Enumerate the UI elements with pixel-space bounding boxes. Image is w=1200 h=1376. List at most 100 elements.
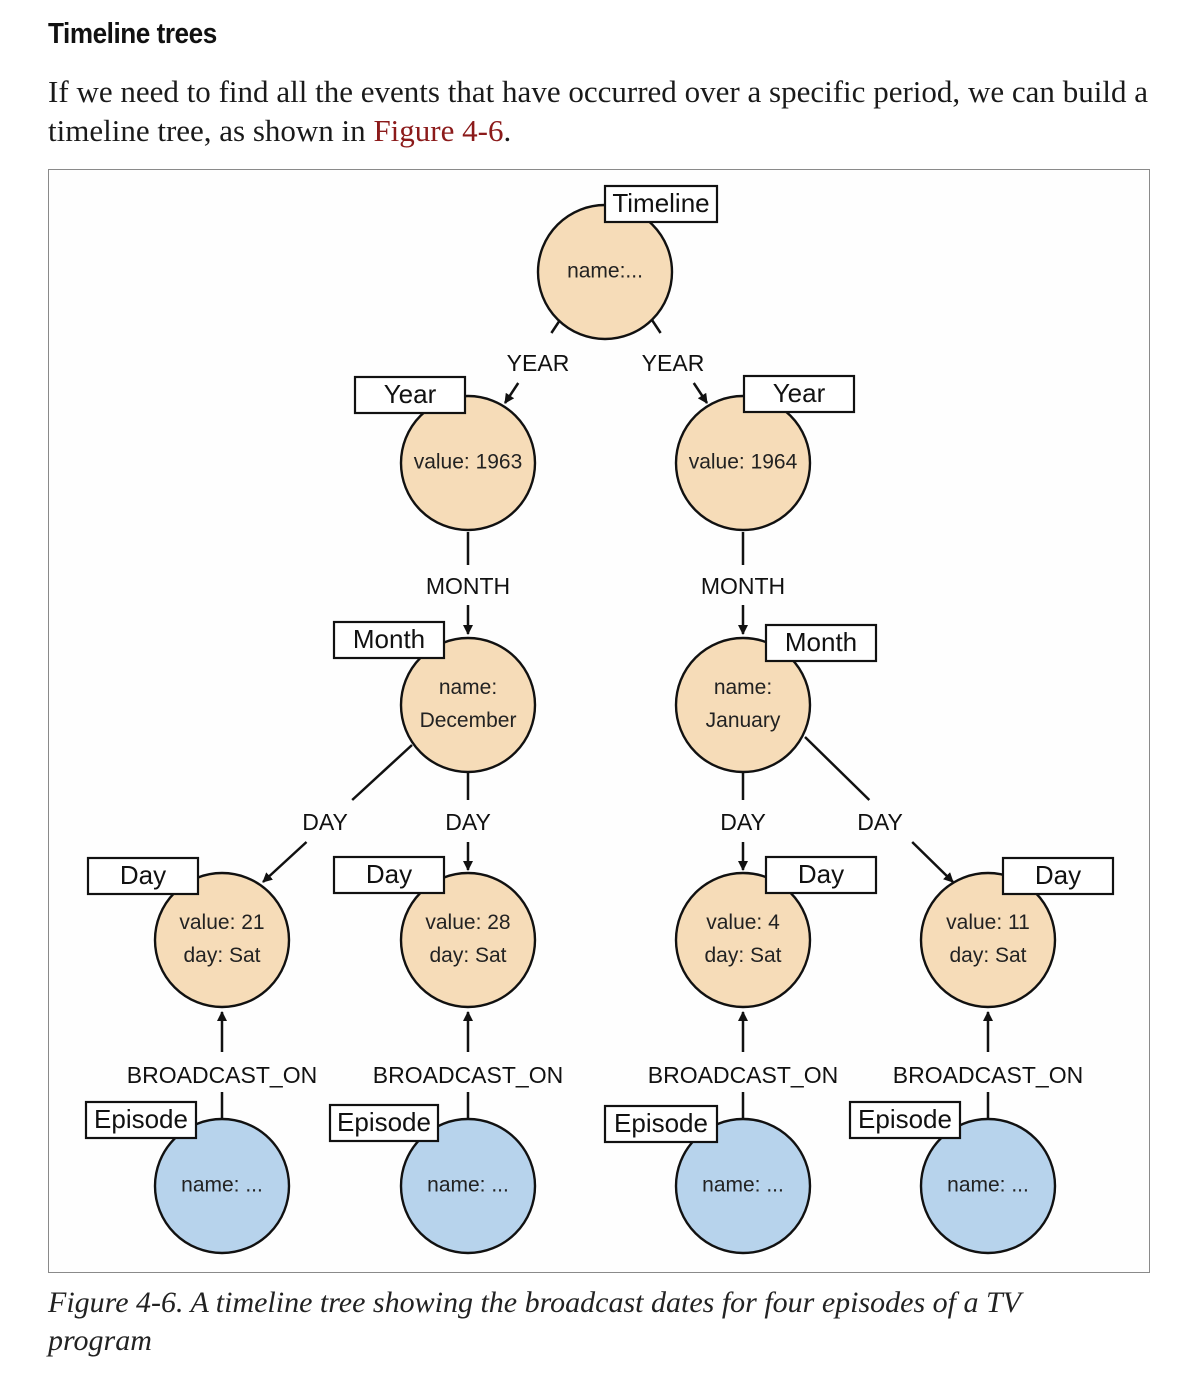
- edge-ep4-day11: BROADCAST_ON: [893, 1011, 1083, 1119]
- edge-year1964-month_jan: MONTH: [701, 532, 785, 635]
- node-label: Day: [366, 859, 412, 889]
- node-property: name:: [714, 676, 772, 699]
- node-label-box: [764, 855, 878, 895]
- edge-label: DAY: [445, 809, 491, 835]
- node-ep1: name: ... Episode: [84, 1100, 291, 1255]
- node-property: day: Sat: [704, 944, 781, 967]
- node-property: value: 11: [946, 911, 1030, 934]
- node-property: day: Sat: [949, 944, 1026, 967]
- node-timeline: name:... Timeline: [536, 184, 719, 341]
- edge-label: BROADCAST_ON: [127, 1062, 317, 1088]
- node-day28: value: 28 day: Sat Day: [332, 855, 537, 1009]
- node-day4: value: 4 day: Sat Day: [674, 855, 878, 1009]
- node-label-box: [603, 184, 719, 224]
- edge-line-arrow: [692, 382, 709, 404]
- node-label: Episode: [614, 1108, 708, 1138]
- node-ep3: name: ... Episode: [603, 1104, 812, 1255]
- node-property: name: ...: [181, 1174, 263, 1197]
- edge-ep3-day4: BROADCAST_ON: [648, 1011, 838, 1119]
- edge-month_dec-day28: DAY: [445, 773, 491, 871]
- node-day11: value: 11 day: Sat Day: [919, 856, 1115, 1009]
- figure-link[interactable]: Figure 4-6: [373, 113, 504, 148]
- edge-ep1-day21: BROADCAST_ON: [127, 1011, 317, 1119]
- node-label: Month: [785, 627, 857, 657]
- node-label-box: [332, 620, 446, 660]
- edge-year1963-month_dec: MONTH: [426, 532, 510, 635]
- node-label: Episode: [337, 1107, 431, 1137]
- node-label-box: [764, 623, 878, 663]
- node-circle: [399, 871, 537, 1009]
- node-property: name: ...: [702, 1174, 784, 1197]
- node-label-box: [353, 375, 467, 415]
- edge-line-start: [804, 736, 871, 801]
- node-property: value: 21: [179, 911, 264, 934]
- edge-label: DAY: [302, 809, 348, 835]
- edge-label: BROADCAST_ON: [373, 1062, 563, 1088]
- node-circle: [674, 871, 812, 1009]
- node-property: name:: [439, 676, 497, 699]
- section-heading: Timeline trees: [48, 18, 217, 50]
- node-ep2: name: ... Episode: [328, 1103, 537, 1255]
- edge-label: DAY: [857, 809, 903, 835]
- edge-line-arrow: [262, 841, 308, 883]
- edge-timeline-year1964: YEAR: [642, 319, 709, 404]
- node-label: Day: [1035, 860, 1081, 890]
- node-label-box: [328, 1103, 440, 1143]
- node-month_dec: name: December Month: [332, 620, 537, 774]
- node-label: Timeline: [612, 188, 709, 218]
- edge-line-start: [351, 744, 413, 801]
- node-property: December: [420, 709, 517, 732]
- edge-line-arrow: [911, 841, 954, 883]
- node-circle: [399, 394, 537, 532]
- node-property: name: ...: [427, 1174, 509, 1197]
- edge-label: BROADCAST_ON: [893, 1062, 1083, 1088]
- edge-label: DAY: [720, 809, 766, 835]
- node-ep4: name: ... Episode: [848, 1100, 1057, 1255]
- edge-month_jan-day4: DAY: [720, 773, 766, 871]
- node-label: Day: [798, 859, 844, 889]
- node-label-box: [84, 1100, 198, 1140]
- node-property: name: ...: [947, 1174, 1029, 1197]
- edge-label: MONTH: [701, 573, 785, 599]
- edge-line-start: [650, 319, 662, 334]
- node-label: Day: [120, 860, 166, 890]
- edge-label: YEAR: [507, 350, 570, 376]
- node-circle: [919, 1117, 1057, 1255]
- node-property: value: 1964: [689, 451, 798, 474]
- node-label: Year: [773, 378, 826, 408]
- node-property: day: Sat: [183, 944, 260, 967]
- node-month_jan: name: January Month: [674, 623, 878, 774]
- node-label-box: [332, 855, 446, 895]
- node-label: Month: [353, 624, 425, 654]
- edge-ep2-day28: BROADCAST_ON: [373, 1011, 563, 1119]
- node-label-box: [742, 374, 856, 414]
- node-day21: value: 21 day: Sat Day: [86, 856, 291, 1009]
- node-circle: [674, 1117, 812, 1255]
- intro-end: .: [503, 113, 512, 148]
- edge-month_dec-day21: DAY: [262, 744, 413, 883]
- node-circle: [919, 871, 1057, 1009]
- edge-line-start: [550, 319, 562, 334]
- node-property: day: Sat: [429, 944, 506, 967]
- figure-caption: Figure 4-6. A timeline tree showing the …: [48, 1286, 1021, 1357]
- node-property: value: 28: [425, 911, 510, 934]
- intro-paragraph: If we need to find all the events that h…: [48, 72, 1148, 150]
- node-circle: [399, 636, 537, 774]
- edge-month_jan-day11: DAY: [804, 736, 954, 883]
- node-property: name:...: [567, 260, 643, 283]
- node-label-box: [848, 1100, 962, 1140]
- node-label-box: [1001, 856, 1115, 896]
- node-label: Year: [384, 379, 437, 409]
- node-circle: [153, 871, 291, 1009]
- node-property: January: [706, 709, 781, 732]
- edge-label: YEAR: [642, 350, 705, 376]
- edge-timeline-year1963: YEAR: [503, 319, 570, 404]
- node-year1964: value: 1964 Year: [674, 374, 856, 532]
- node-label: Episode: [94, 1104, 188, 1134]
- node-label: Episode: [858, 1104, 952, 1134]
- node-property: value: 4: [706, 911, 780, 934]
- edge-label: BROADCAST_ON: [648, 1062, 838, 1088]
- node-circle: [153, 1117, 291, 1255]
- node-circle: [399, 1117, 537, 1255]
